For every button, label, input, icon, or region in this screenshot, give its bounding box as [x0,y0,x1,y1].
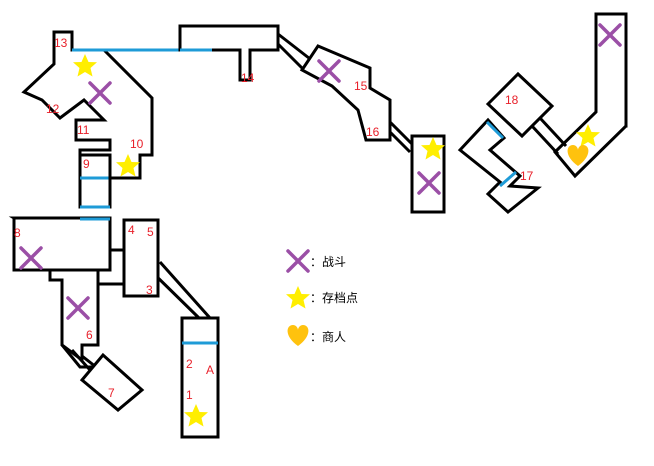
room-number-12: 12 [46,102,60,116]
room-18 [485,71,555,139]
room-number-4: 4 [128,223,135,237]
room-14 [178,24,280,82]
legend-save-label: ：存档点 [310,291,358,305]
area-lower-left [8,216,220,439]
legend: ：战斗 ：存档点 ：商人 [286,249,358,346]
room-15-16 [299,44,392,142]
door-room-17b [499,170,517,188]
room-number-15: 15 [354,79,368,93]
heart-icon [287,325,309,346]
room-number-10: 10 [130,137,144,151]
room-number-16: 16 [366,125,380,139]
room-number-9: 9 [83,157,90,171]
room-label-a: A [206,363,214,377]
area-right [457,12,628,214]
room-number-17: 17 [520,169,534,183]
door-room-17 [485,120,505,140]
star-icon [286,286,310,309]
corridor-14-15-a [277,32,315,64]
room-numbers: 1 2 A 3 4 5 6 7 8 9 10 11 12 13 14 15 16… [14,36,534,402]
room-tower-base [552,12,628,179]
corridor-6-7 [70,348,92,372]
legend-battle-label: ：战斗 [310,255,346,269]
area-upper-left [21,30,180,209]
room-number-5: 5 [147,225,154,239]
corridor-16-box-a [388,120,416,148]
corridor-16-box-b [388,130,412,154]
room-number-11: 11 [77,123,90,137]
room-number-2: 2 [186,357,193,371]
room-number-7: 7 [108,386,115,400]
corridor-14-15-b [276,42,308,74]
room-number-1: 1 [186,388,193,402]
room-number-6: 6 [86,328,93,342]
room-6 [48,268,100,363]
legend-merchant-label: ：商人 [310,329,346,344]
room-number-3: 3 [146,283,153,297]
corridor-18-tower-b [530,124,560,156]
room-number-13: 13 [54,36,68,50]
room-number-18: 18 [505,93,519,107]
corridor-18-tower-a [538,116,568,148]
room-number-14: 14 [241,71,255,85]
room-7 [79,352,145,412]
corridor-3-2-b [158,261,212,319]
room-3-4-5 [122,218,160,298]
room-10-11-12-13 [21,30,154,180]
room-number-8: 8 [14,226,21,240]
cross-icon [286,249,310,273]
